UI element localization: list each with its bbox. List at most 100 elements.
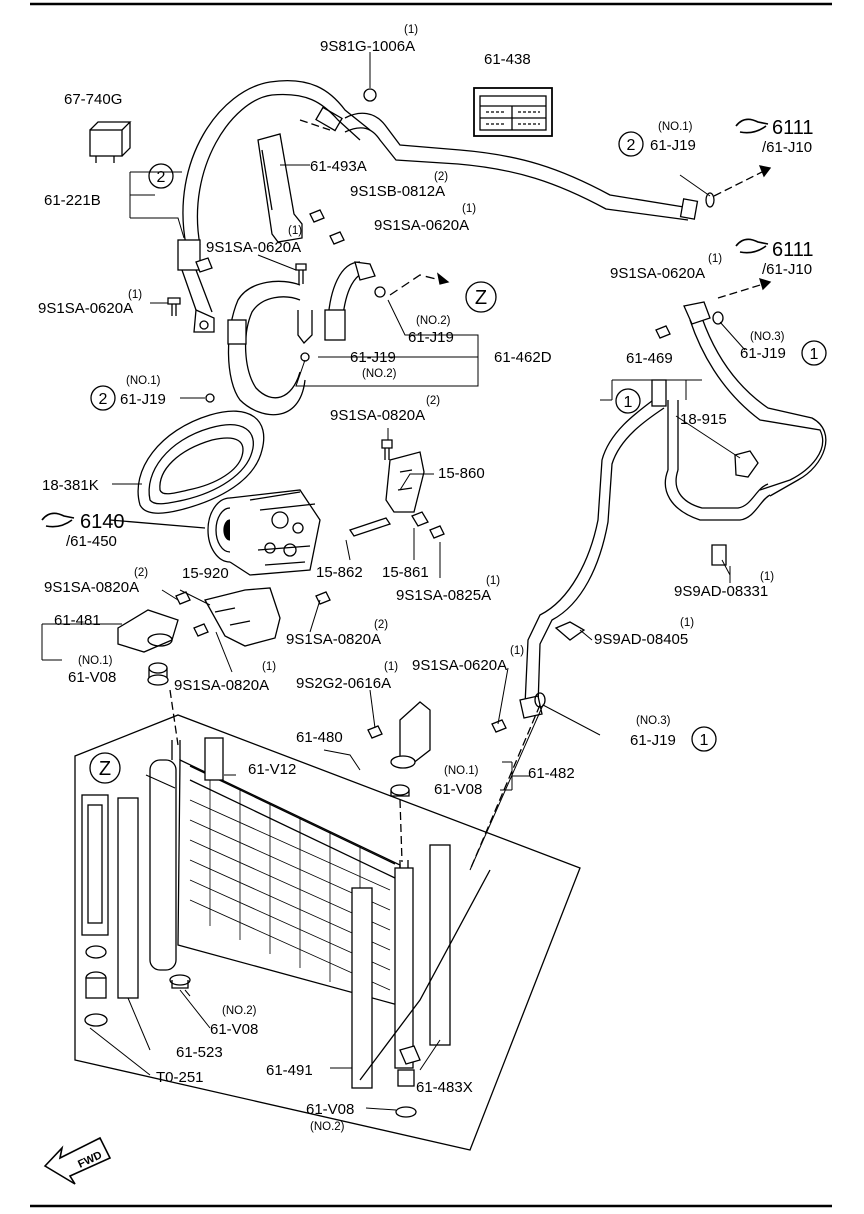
label-9s1sa-0620a-c: 9S1SA-0620A — [38, 300, 133, 317]
callout-1-b-text: 1 — [624, 394, 633, 411]
callout-1-c — [691, 726, 717, 752]
callout-z-b-text: Z — [99, 758, 111, 780]
callout-2-c — [90, 385, 116, 411]
mount-61-v08-c — [169, 974, 191, 989]
label-9s1sa-0620a-i: 9S1SA-0620A — [610, 265, 705, 282]
mount-61-v08-b — [390, 755, 416, 797]
label-18-915: 18-915 — [680, 411, 727, 428]
label-15-860: 15-860 — [438, 465, 485, 482]
label-9s1sa-0820a-f: 9S1SA-0820A — [44, 579, 139, 596]
qty-9s1sa-d: (2) — [426, 395, 440, 407]
label-61-481: 61-481 — [54, 612, 101, 629]
suction-hose-61-221b — [177, 80, 371, 333]
relay-67-740g — [89, 121, 132, 163]
callout-2-a — [148, 163, 174, 189]
label-15-920: 15-920 — [182, 565, 229, 582]
ref-6140: 6140 — [80, 511, 125, 533]
label-9s1sa-0820a-d: 9S1SA-0820A — [330, 407, 425, 424]
label-9s9ad-08331: 9S9AD-08331 — [674, 583, 768, 600]
label-9s1sb-0812a: 9S1SB-0812A — [350, 183, 445, 200]
nut-15-861 — [411, 511, 429, 527]
label-61-480: 61-480 — [296, 729, 343, 746]
qty-9s9ad-b: (1) — [680, 617, 694, 629]
leader-lines — [41, 52, 746, 1111]
label-61-j19-b: 61-J19 — [350, 349, 396, 366]
fwd-arrow-icon — [43, 1136, 112, 1185]
label-61-493a: 61-493A — [310, 158, 367, 175]
qty-9s1sa-g: (2) — [374, 619, 388, 631]
no1-61-v08-a: (NO.1) — [78, 655, 113, 667]
label-61-j19-a: 61-J19 — [408, 329, 454, 346]
label-61-v08-d: 61-V08 — [306, 1101, 354, 1118]
label-t0-251: T0-251 — [156, 1069, 204, 1086]
label-9s2g2-0616a: 9S2G2-0616A — [296, 675, 391, 692]
label-61-482: 61-482 — [528, 765, 575, 782]
qty-9s1sa-h: (1) — [262, 661, 276, 673]
label-9s1sa-0620a-b: 9S1SA-0620A — [206, 239, 301, 256]
label-9s9ad-08405: 9S9AD-08405 — [594, 631, 688, 648]
callout-z-b — [89, 752, 121, 784]
liquid-pipe-61-469 — [519, 301, 827, 719]
condenser-61-480 — [74, 714, 581, 1151]
label-18-381k: 18-381K — [42, 477, 99, 494]
bracket-15-920 — [204, 587, 281, 647]
label-9s1sa-0820a-h: 9S1SA-0820A — [174, 677, 269, 694]
no2-61-v08-c: (NO.2) — [222, 1005, 257, 1017]
label-61-v12: 61-V12 — [248, 761, 296, 778]
label-61-483x: 61-483X — [416, 1079, 473, 1096]
label-61-221b: 61-221B — [44, 192, 101, 209]
label-61-491: 61-491 — [266, 1062, 313, 1079]
label-61-j19-c: 61-J19 — [120, 391, 166, 408]
bolts — [167, 209, 671, 739]
qty-9s1sa-j: (1) — [510, 645, 524, 657]
qty-9s81g: (1) — [404, 24, 418, 36]
filter-parts-t0-251 — [84, 945, 108, 1027]
ref-61-450: /61-450 — [66, 533, 117, 550]
label-61-v08-b: 61-V08 — [434, 781, 482, 798]
callout-1-a — [801, 340, 827, 366]
hand-icon — [41, 118, 769, 528]
no2-61-j19-b: (NO.2) — [362, 368, 397, 380]
callout-1-b — [615, 388, 641, 414]
drive-belt-18-381k — [137, 410, 265, 514]
pressure-switch-18-915 — [734, 450, 759, 478]
label-9s1sa-0825a: 9S1SA-0825A — [396, 587, 491, 604]
qty-9s9ad-a: (1) — [760, 571, 774, 583]
mount-61-v08-a — [147, 662, 169, 686]
qty-9s1sa-c: (1) — [128, 289, 142, 301]
label-9s1sa-0620a-a: 9S1SA-0620A — [374, 217, 469, 234]
qty-9s2g2: (1) — [384, 661, 398, 673]
callout-1-c-text: 1 — [700, 732, 709, 749]
callout-1-a-text: 1 — [810, 346, 819, 363]
label-15-862: 15-862 — [316, 564, 363, 581]
label-61-438: 61-438 — [484, 51, 531, 68]
label-9s1sa-0620a-j: 9S1SA-0620A — [412, 657, 507, 674]
ref-6111-b: 6111 — [772, 239, 814, 261]
bolt-15-862 — [348, 517, 392, 537]
qty-9s1sa-e: (1) — [486, 575, 500, 587]
callout-2-c-text: 2 — [99, 391, 108, 408]
suction-pipe-to-6111 — [344, 88, 715, 221]
label-9s1sa-0820a-g: 9S1SA-0820A — [286, 631, 381, 648]
no1-61-j19-d: (NO.1) — [658, 121, 693, 133]
label-67-740g: 67-740G — [64, 91, 122, 108]
no2-61-j19-a: (NO.2) — [416, 315, 451, 327]
label-61-v08-a: 61-V08 — [68, 669, 116, 686]
ref-61-j10-b: /61-J10 — [762, 261, 812, 278]
no3-61-j19-f: (NO.3) — [636, 715, 671, 727]
no1-61-j19-c: (NO.1) — [126, 375, 161, 387]
callout-z-a-text: Z — [475, 287, 487, 309]
callout-z-a — [465, 281, 497, 313]
mount-61-v08-d — [395, 1045, 421, 1118]
no1-61-v08-b: (NO.1) — [444, 765, 479, 777]
callout-2-b-text: 2 — [627, 137, 636, 154]
bracket-61-482 — [399, 701, 431, 765]
label-61-462d: 61-462D — [494, 349, 552, 366]
no3-61-j19-e: (NO.3) — [750, 331, 785, 343]
qty-9s1sa-i: (1) — [708, 253, 722, 265]
label-9s81g-1006a: 9S81G-1006A — [320, 38, 415, 55]
label-plate-61-438 — [473, 87, 553, 137]
no2-61-v08-d: (NO.2) — [310, 1121, 345, 1133]
